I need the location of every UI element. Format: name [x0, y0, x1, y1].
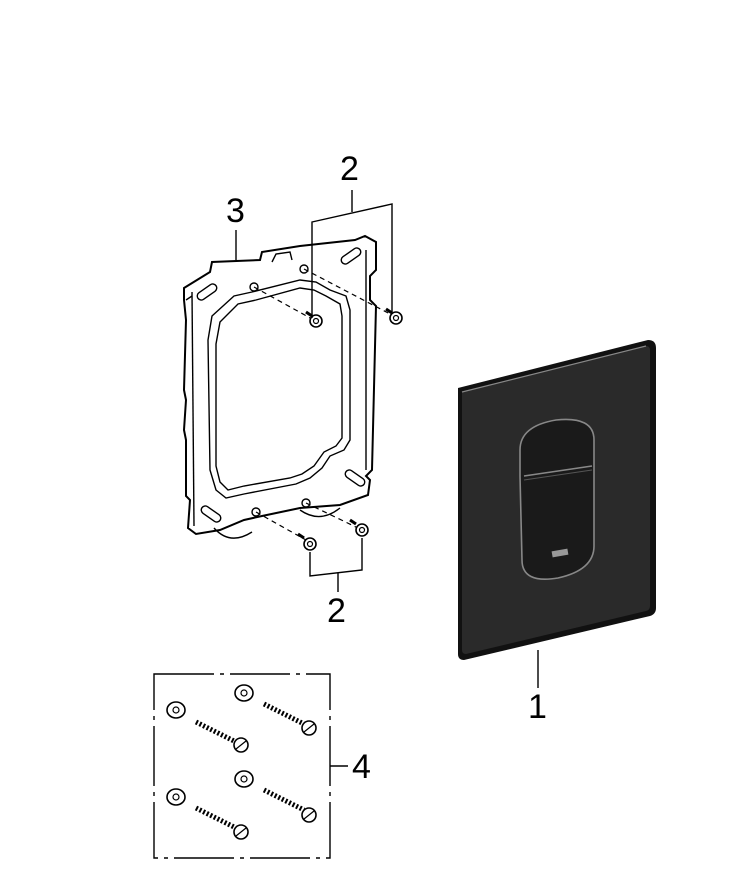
callout-leader-screws-top: [311, 190, 393, 318]
washer-icon: [234, 684, 254, 702]
callout-plate: 1: [528, 688, 547, 726]
wall-plug-icon: [262, 787, 317, 823]
washer-icon: [166, 701, 186, 719]
wall-kit-box: [153, 673, 348, 859]
callout-screws-top: 2: [340, 150, 359, 188]
callout-screws-bottom: 2: [327, 592, 346, 630]
callout-wall-kit: 4: [352, 748, 371, 786]
screw-icon: [255, 511, 317, 551]
flush-plate-icon: [458, 340, 656, 660]
screw-icon: [253, 286, 323, 328]
mounting-frame-icon: [182, 234, 378, 539]
screw-icon: [305, 502, 369, 537]
wall-plug-icon: [194, 719, 249, 753]
washer-icon: [166, 788, 186, 806]
washer-icon: [234, 770, 254, 788]
wall-plug-icon: [194, 805, 249, 840]
screw-icon: [303, 268, 403, 325]
wall-plug-icon: [262, 701, 317, 736]
callout-frame: 3: [226, 192, 245, 230]
callout-leader-screws-bottom: [309, 538, 363, 592]
